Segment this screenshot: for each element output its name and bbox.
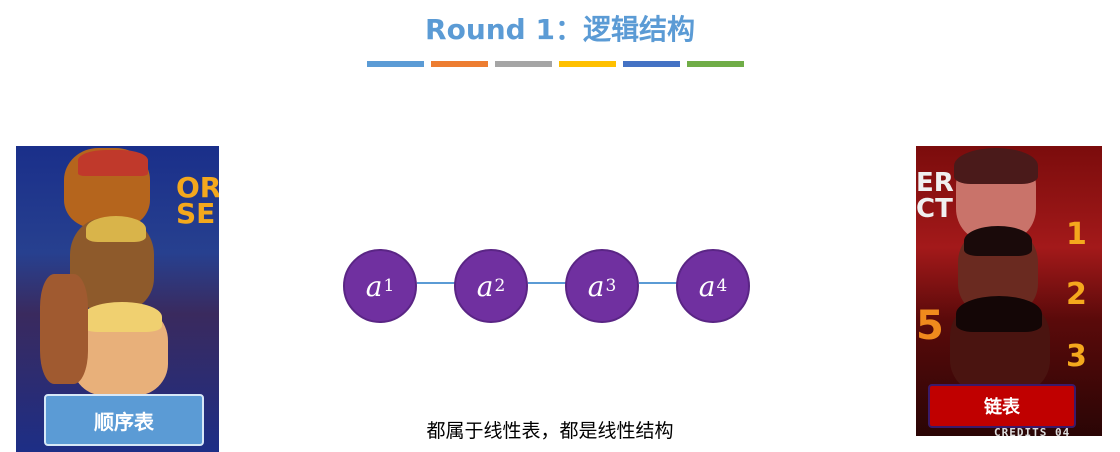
sequential-list-label: 顺序表 [44, 394, 204, 446]
fighter-hair [954, 148, 1038, 184]
node-variable: a [365, 269, 383, 303]
credits-text: CREDITS 04 [994, 426, 1071, 436]
color-bar [367, 61, 744, 67]
rank-number: 2 [1066, 277, 1087, 312]
sequential-list-image: OR SE 顺序表 [16, 146, 219, 452]
node-subscript: 1 [383, 276, 395, 296]
sign-text: ER [916, 168, 954, 198]
node-subscript: 3 [605, 276, 617, 296]
sign-text: SE [176, 197, 216, 230]
color-bar-segment [559, 61, 616, 67]
node-variable: a [476, 269, 494, 303]
color-bar-segment [431, 61, 488, 67]
node-subscript: 4 [716, 276, 728, 296]
linked-list-label: 链表 [928, 384, 1076, 428]
fighter-figure [40, 274, 88, 384]
fighter-hair [82, 302, 162, 332]
rank-number: 1 [1066, 217, 1087, 252]
color-bar-segment [367, 61, 424, 67]
fighter-cap [78, 150, 148, 176]
rank-number: 3 [1066, 339, 1087, 374]
slide-title: Round 1：逻辑结构 [425, 13, 695, 46]
sign-text: OR [176, 171, 219, 204]
fighter-hair [964, 226, 1032, 256]
linked-list-image: ER CT 1 2 3 5 链表 CREDITS 04 [916, 146, 1102, 436]
sign-text: CT [916, 194, 953, 224]
color-bar-segment [687, 61, 744, 67]
fighter-hair [956, 296, 1042, 332]
node-variable: a [587, 269, 605, 303]
node-subscript: 2 [494, 276, 506, 296]
caption: 都属于线性表，都是线性结构 [426, 420, 674, 442]
node-variable: a [698, 269, 716, 303]
color-bar-segment [623, 61, 680, 67]
side-digit: 5 [916, 303, 944, 349]
fighter-hair [86, 216, 146, 242]
color-bar-segment [495, 61, 552, 67]
